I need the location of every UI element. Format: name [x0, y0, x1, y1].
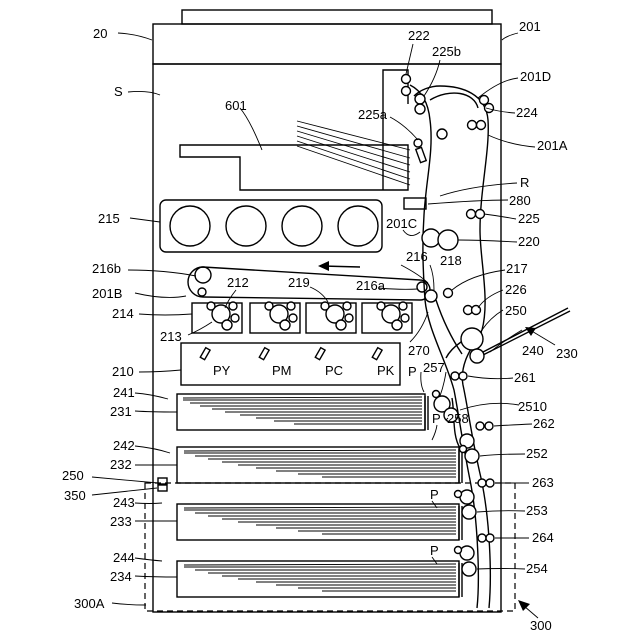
label-PM: PM — [272, 363, 292, 378]
label-234: 234 — [110, 569, 132, 584]
label-P-tray1: P — [408, 364, 417, 379]
label-257: 257 — [423, 360, 445, 375]
toner-cartridge-c — [282, 206, 322, 246]
label-252: 252 — [526, 446, 548, 461]
toner-cartridge-unit — [160, 200, 382, 252]
label-2510: 2510 — [518, 399, 547, 414]
paper-tray-234 — [177, 561, 462, 597]
label-S: S — [114, 84, 123, 99]
label-264: 264 — [532, 530, 554, 545]
label-224: 224 — [516, 105, 538, 120]
label-217: 217 — [506, 261, 528, 276]
label-270: 270 — [408, 343, 430, 358]
branch-guide-225a — [416, 147, 426, 162]
document-reader-cover — [182, 10, 492, 24]
label-253: 253 — [526, 503, 548, 518]
label-201C: 201C — [386, 216, 417, 231]
image-unit-pm — [250, 302, 300, 333]
label-300A: 300A — [74, 596, 105, 611]
belt-roller-216a — [417, 282, 427, 292]
label-250-upper: 250 — [505, 303, 527, 318]
leader-lines — [92, 33, 555, 618]
label-300: 300 — [530, 618, 552, 633]
label-PC: PC — [325, 363, 343, 378]
label-226: 226 — [505, 282, 527, 297]
label-213: 213 — [160, 329, 182, 344]
label-262: 262 — [533, 416, 555, 431]
label-PY: PY — [213, 363, 231, 378]
label-210: 210 — [112, 364, 134, 379]
label-231: 231 — [110, 404, 132, 419]
label-225: 225 — [518, 211, 540, 226]
label-P-tray3: P — [430, 487, 439, 502]
label-PK: PK — [377, 363, 395, 378]
label-242: 242 — [113, 438, 135, 453]
toner-cartridge-k — [338, 206, 378, 246]
output-tray — [180, 70, 410, 190]
label-216b: 216b — [92, 261, 121, 276]
label-258: 258 — [447, 411, 469, 426]
pressure-roller-220 — [438, 230, 458, 250]
label-220: 220 — [518, 234, 540, 249]
image-unit-py — [192, 302, 242, 333]
rollers — [402, 75, 495, 577]
label-225a: 225a — [358, 107, 388, 122]
toner-cartridge-m — [226, 206, 266, 246]
label-280: 280 — [509, 193, 531, 208]
label-225b: 225b — [432, 44, 461, 59]
paper-tray-232 — [177, 447, 462, 483]
paper-tray-233 — [177, 504, 462, 540]
paper-tray-231 — [177, 394, 428, 430]
label-20: 20 — [93, 26, 107, 41]
label-216: 216 — [406, 249, 428, 264]
label-201A: 201A — [537, 138, 568, 153]
image-unit-pc — [306, 302, 356, 333]
label-201D: 201D — [520, 69, 551, 84]
label-214: 214 — [112, 306, 134, 321]
label-P-tray4: P — [430, 543, 439, 558]
label-250-lower: 250 — [62, 468, 84, 483]
toner-cartridge-y — [170, 206, 210, 246]
belt-roller-216b — [195, 267, 211, 283]
label-244: 244 — [113, 550, 135, 565]
label-216a: 216a — [356, 278, 386, 293]
label-212: 212 — [227, 275, 249, 290]
discharged-sheet-stack — [297, 121, 410, 185]
label-218: 218 — [440, 253, 462, 268]
image-forming-units — [192, 302, 412, 333]
label-243: 243 — [113, 495, 135, 510]
label-P-tray2: P — [432, 411, 441, 426]
label-263: 263 — [532, 475, 554, 490]
label-241: 241 — [113, 385, 135, 400]
label-254: 254 — [526, 561, 548, 576]
label-R: R — [520, 175, 529, 190]
image-unit-pk — [362, 302, 412, 333]
label-201B: 201B — [92, 286, 122, 301]
label-350: 350 — [64, 488, 86, 503]
label-201: 201 — [519, 19, 541, 34]
label-601: 601 — [225, 98, 247, 113]
sensor-280 — [404, 198, 426, 209]
label-219: 219 — [288, 275, 310, 290]
label-230: 230 — [556, 346, 578, 361]
connector-350 — [158, 478, 167, 491]
main-body — [153, 64, 501, 612]
fixing-roller-220 — [422, 229, 440, 247]
label-240: 240 — [522, 343, 544, 358]
label-261: 261 — [514, 370, 536, 385]
label-215: 215 — [98, 211, 120, 226]
label-222: 222 — [408, 28, 430, 43]
label-232: 232 — [110, 457, 132, 472]
label-233: 233 — [110, 514, 132, 529]
